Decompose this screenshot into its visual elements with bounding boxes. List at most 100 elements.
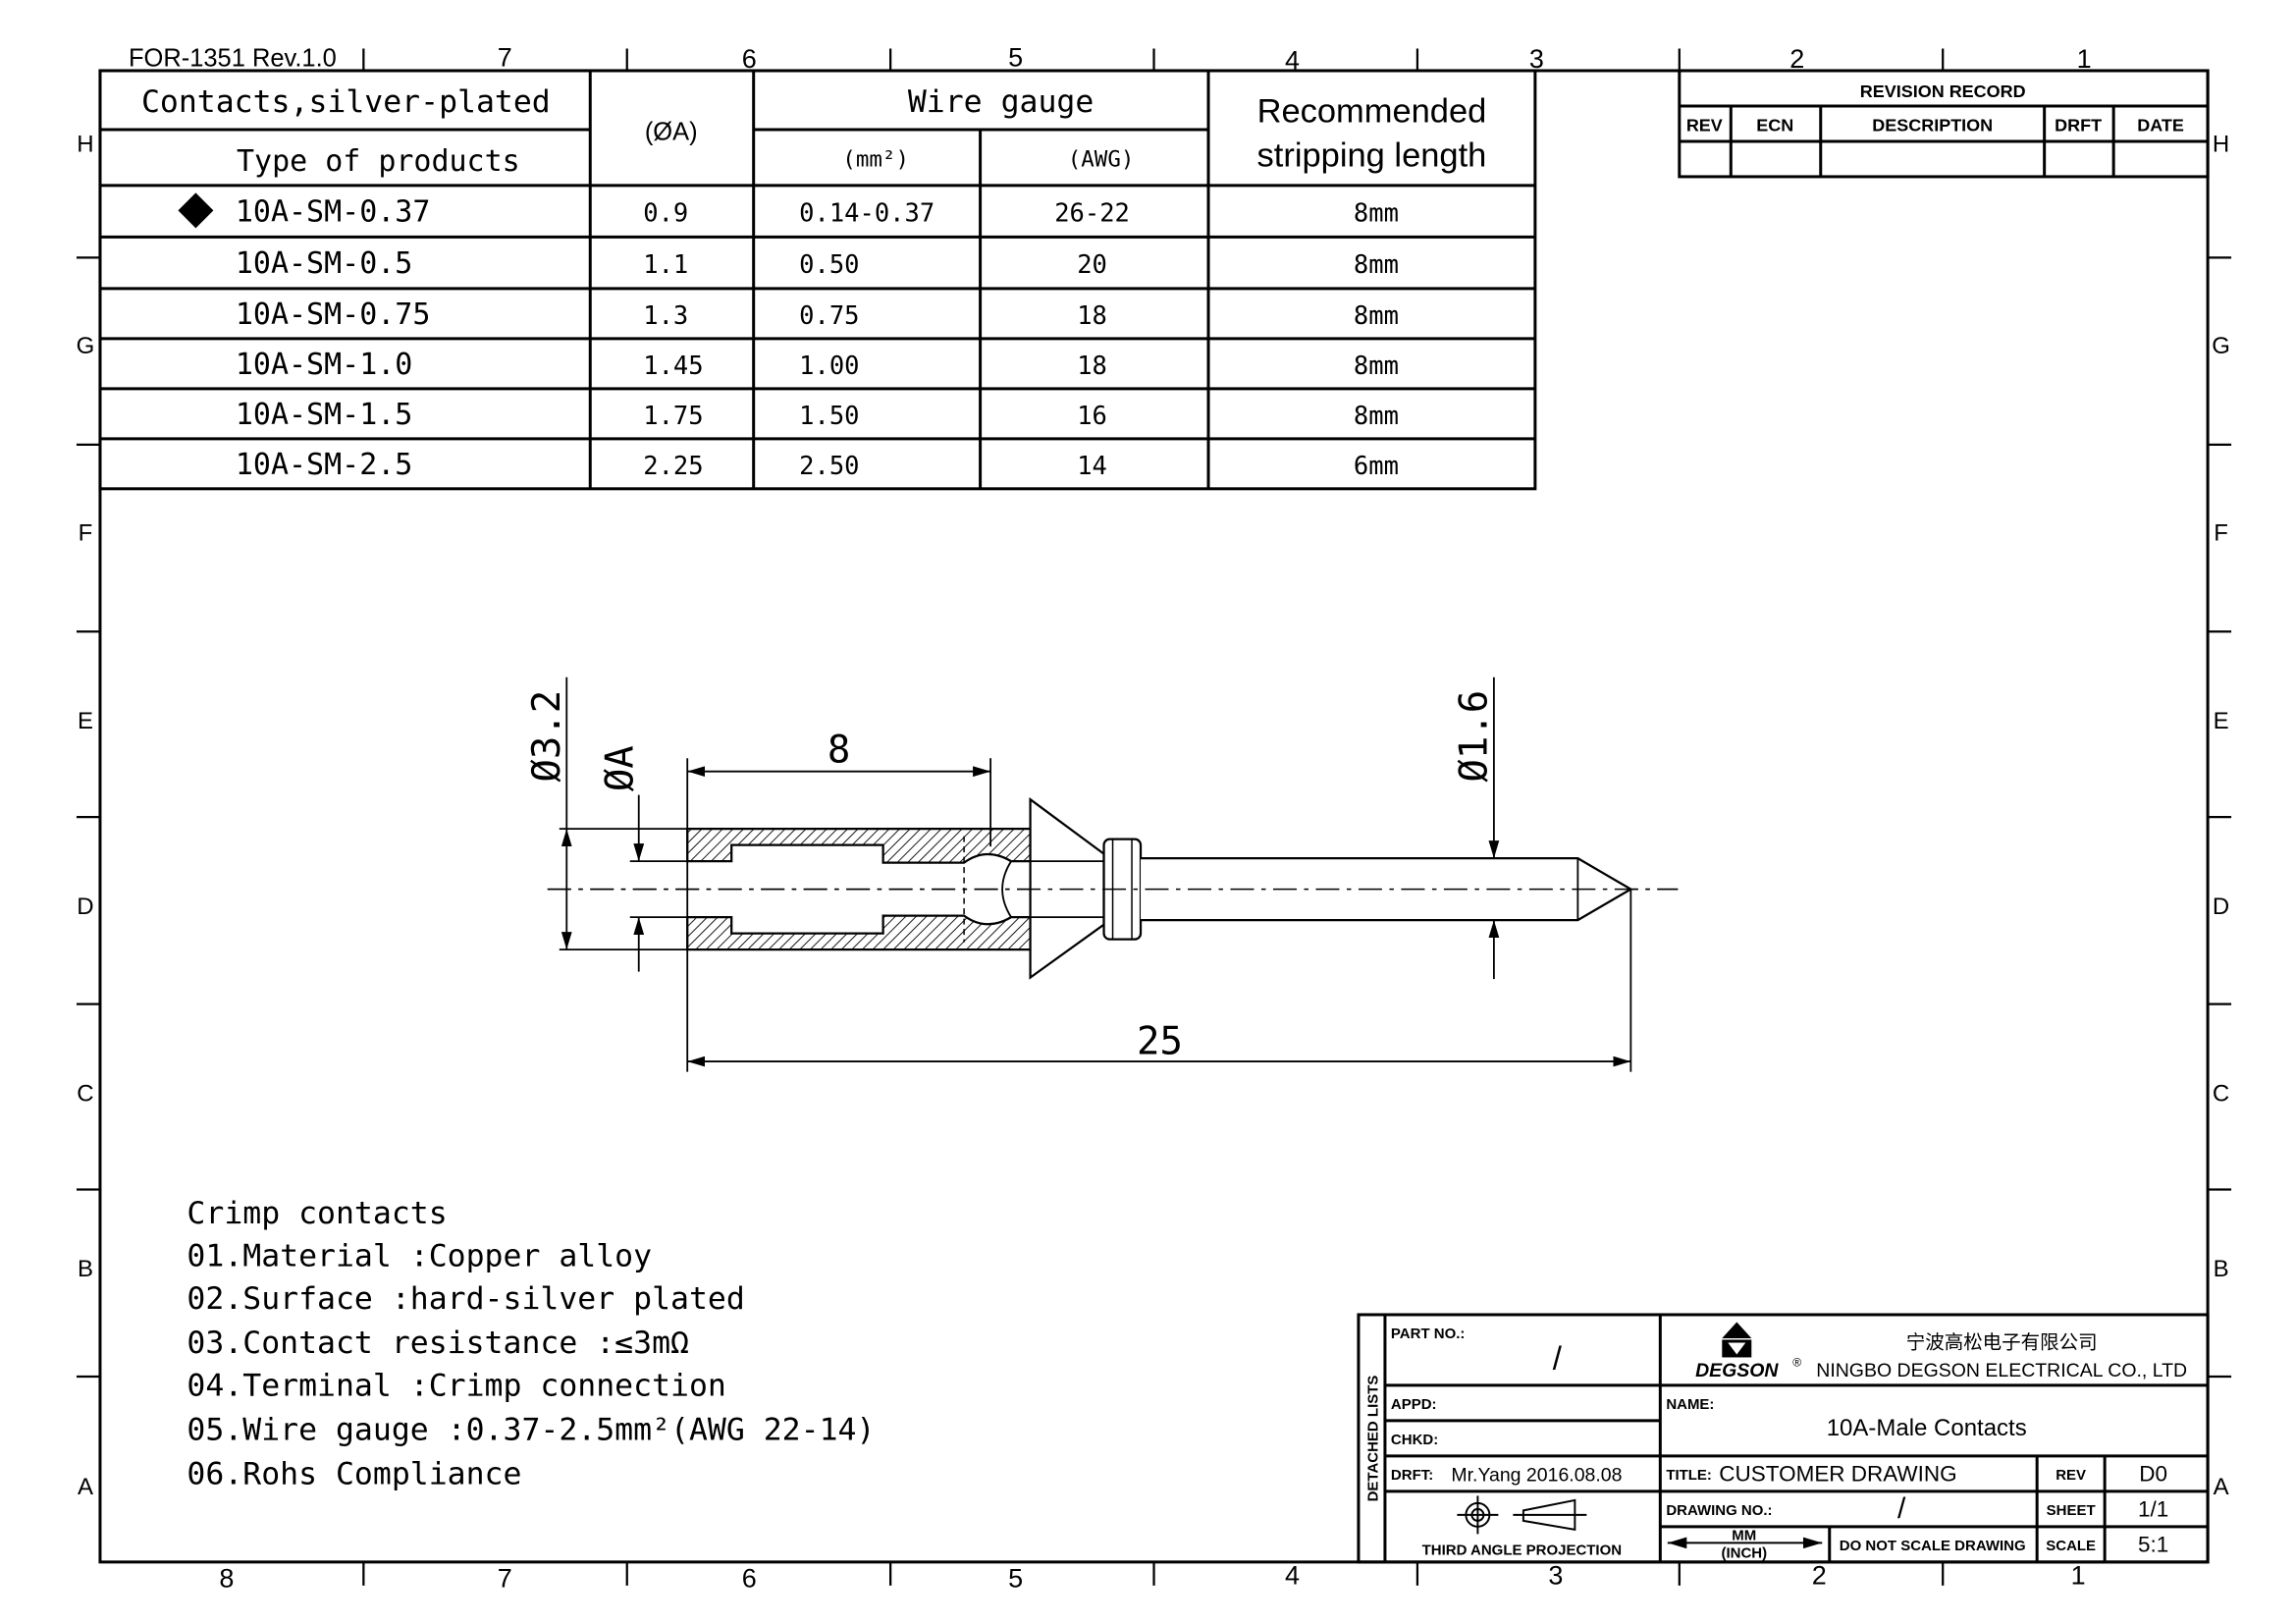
cell-type: 10A-SM-0.37 xyxy=(236,195,430,230)
note-line: 01.Material :Copper alloy xyxy=(187,1238,652,1273)
zone-top: 4 xyxy=(1285,45,1300,75)
note-line: 02.Surface :hard-silver plated xyxy=(187,1281,744,1317)
sleeve-wall-bottom xyxy=(686,914,1032,951)
scale-value: 5:1 xyxy=(2138,1532,2168,1556)
zone-top: 6 xyxy=(742,44,757,74)
third-angle-projection-icon xyxy=(1457,1495,1587,1535)
cell-mm2: 1.50 xyxy=(799,402,859,431)
no-scale-note: DO NOT SCALE DRAWING xyxy=(1840,1538,2026,1554)
strip-header: stripping length xyxy=(1257,136,1487,174)
cell-dia: 2.25 xyxy=(643,452,703,481)
mm2-header: (mm²) xyxy=(842,146,909,172)
cell-mm2: 1.00 xyxy=(799,352,859,381)
strip-header: Recommended xyxy=(1257,92,1487,130)
cell-mm2: 2.50 xyxy=(799,452,859,481)
cell-strip: 8mm xyxy=(1354,301,1399,331)
drawing-no-value: / xyxy=(1897,1492,1906,1525)
note-line: 05.Wire gauge :0.37-2.5mm²(AWG 22-14) xyxy=(187,1412,875,1447)
zone-left: H xyxy=(77,131,93,157)
zone-ticks xyxy=(76,48,2232,1586)
cell-strip: 8mm xyxy=(1354,352,1399,381)
description-col: DESCRIPTION xyxy=(1872,115,1993,135)
zone-labels: FOR-1351 Rev.1.0 7 6 5 4 3 2 1 8 7 6 5 4… xyxy=(77,42,2230,1593)
cell-dia: 1.45 xyxy=(643,352,703,381)
logo-text: DEGSON xyxy=(1695,1360,1779,1381)
zone-right: D xyxy=(2213,893,2229,920)
table-row: 10A-SM-1.0 1.45 1.00 18 8mm xyxy=(236,348,1399,382)
zone-left: B xyxy=(78,1256,93,1282)
zone-left: A xyxy=(78,1474,93,1500)
cell-awg: 16 xyxy=(1077,402,1107,431)
dim-pin-dia: Ø1.6 xyxy=(1452,690,1496,783)
cell-dia: 1.3 xyxy=(643,301,688,331)
zone-bottom: 1 xyxy=(2071,1560,2086,1590)
wire-gauge-header: Wire gauge xyxy=(908,84,1094,120)
zone-right: G xyxy=(2212,333,2230,359)
units-inch: (INCH) xyxy=(1721,1544,1767,1561)
spec-table: Contacts,silver-plated Type of products … xyxy=(98,69,1537,491)
date-col: DATE xyxy=(2137,115,2184,135)
sleeve-wall-top xyxy=(686,828,1032,864)
zone-top: 3 xyxy=(1529,44,1544,74)
zone-left: G xyxy=(77,333,95,359)
rev-value: D0 xyxy=(2139,1461,2167,1486)
zone-left: D xyxy=(77,893,93,920)
title-block: DETACHED LISTS PART NO.: APPD: CHKD: DRF… xyxy=(1357,1313,2210,1564)
zone-top: 5 xyxy=(1008,42,1023,72)
rev-col: REV xyxy=(1686,115,1723,135)
drft-label: DRFT: xyxy=(1391,1467,1433,1484)
cell-awg: 14 xyxy=(1077,452,1107,481)
zone-left: F xyxy=(79,519,93,546)
zone-top: 2 xyxy=(1789,44,1804,74)
cell-mm2: 0.14-0.37 xyxy=(799,199,934,229)
pin xyxy=(1141,857,1633,922)
zone-bottom: 7 xyxy=(498,1563,512,1593)
projection-label: THIRD ANGLE PROJECTION xyxy=(1422,1542,1622,1558)
cell-awg: 18 xyxy=(1077,301,1107,331)
cell-dia: 0.9 xyxy=(643,199,688,229)
svg-text:®: ® xyxy=(1792,1355,1801,1369)
awg-header: (AWG) xyxy=(1068,146,1135,172)
part-name: 10A-Male Contacts xyxy=(1827,1415,2027,1441)
cell-awg: 20 xyxy=(1077,250,1107,280)
dim-inner-dia: ØA xyxy=(599,745,643,791)
name-label: NAME: xyxy=(1666,1396,1714,1413)
cell-awg: 18 xyxy=(1077,352,1107,381)
company-name-cn: 宁波高松电子有限公司 xyxy=(1906,1331,2098,1353)
note-line: 06.Rohs Compliance xyxy=(187,1456,521,1491)
zone-right: F xyxy=(2214,519,2228,546)
appd-label: APPD: xyxy=(1391,1396,1437,1413)
title-label: TITLE: xyxy=(1666,1467,1712,1484)
scale-label: SCALE xyxy=(2046,1538,2096,1554)
units-mm: MM xyxy=(1732,1527,1756,1543)
type-header: Type of products xyxy=(237,144,520,179)
drft-col: DRFT xyxy=(2055,115,2102,135)
company-name-en: NINGBO DEGSON ELECTRICAL CO., LTD xyxy=(1816,1360,2187,1381)
part-no-label: PART NO.: xyxy=(1391,1326,1465,1342)
table-title: Contacts,silver-plated xyxy=(141,84,551,120)
zone-bottom: 3 xyxy=(1548,1560,1563,1590)
cell-type: 10A-SM-1.5 xyxy=(236,398,412,432)
zone-right: C xyxy=(2213,1081,2229,1108)
cell-mm2: 0.50 xyxy=(799,250,859,280)
part-no-value: / xyxy=(1553,1339,1563,1376)
cell-awg: 26-22 xyxy=(1054,199,1130,229)
note-line: Crimp contacts xyxy=(187,1196,447,1231)
dim-total-length: 25 xyxy=(1137,1020,1183,1064)
drft-value: Mr.Yang 2016.08.08 xyxy=(1451,1464,1622,1486)
sheet-label: SHEET xyxy=(2047,1502,2096,1519)
cell-dia: 1.1 xyxy=(643,250,688,280)
cell-strip: 8mm xyxy=(1354,250,1399,280)
chkd-label: CHKD: xyxy=(1391,1432,1438,1448)
zone-right: H xyxy=(2213,131,2229,157)
zone-bottom: 2 xyxy=(1812,1560,1827,1590)
cell-type: 10A-SM-1.0 xyxy=(236,348,412,382)
rev-label: REV xyxy=(2056,1467,2086,1484)
zone-bottom: 4 xyxy=(1285,1560,1300,1590)
